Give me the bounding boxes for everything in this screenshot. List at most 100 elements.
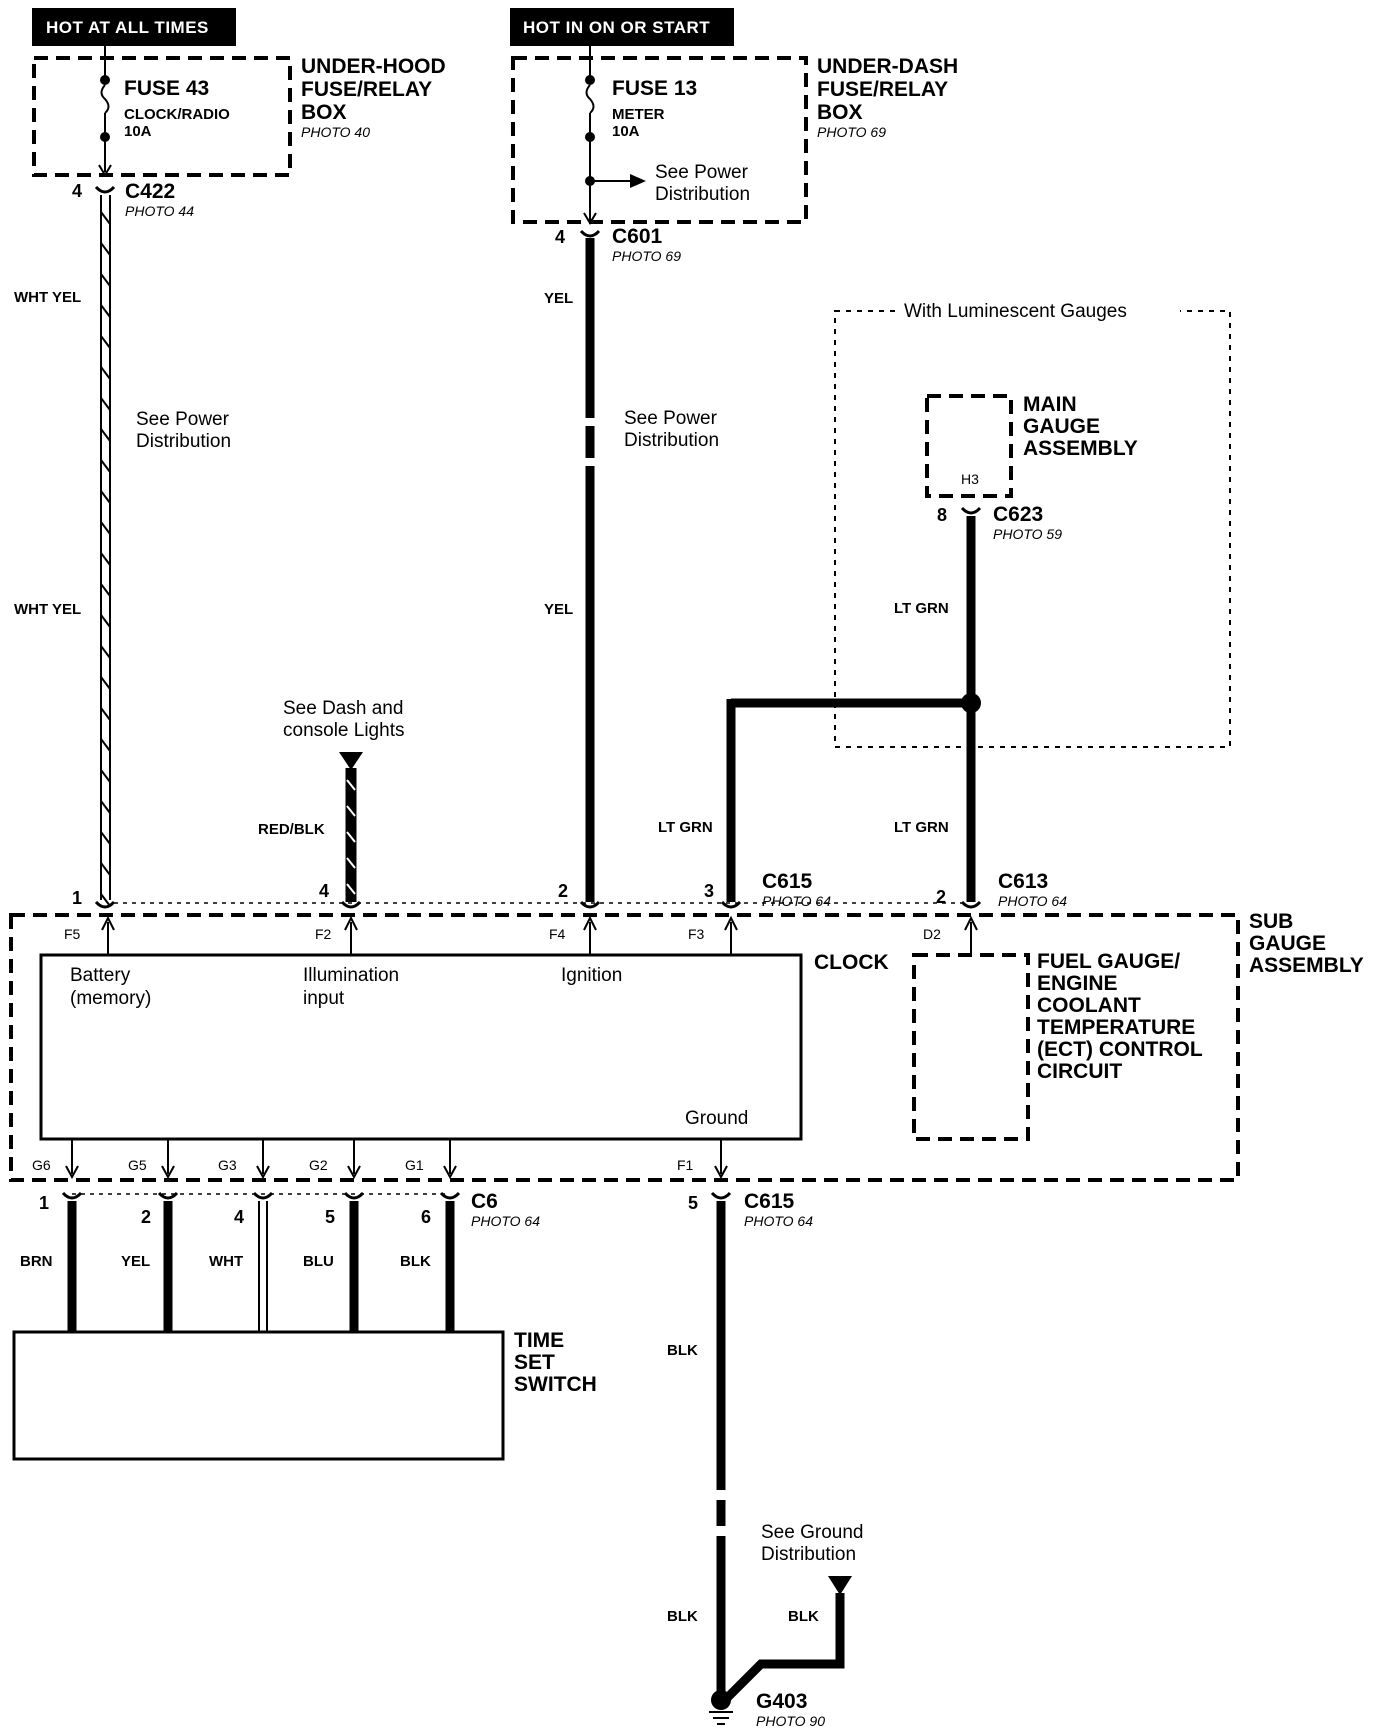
svg-text:PHOTO 64: PHOTO 64 xyxy=(471,1213,540,1229)
svg-text:PHOTO 64: PHOTO 64 xyxy=(744,1213,813,1229)
ground-icon xyxy=(711,1690,731,1710)
svg-text:C613: C613 xyxy=(998,870,1048,893)
svg-text:CIRCUIT: CIRCUIT xyxy=(1037,1060,1122,1083)
svg-text:D2: D2 xyxy=(923,926,941,942)
svg-text:(ECT) CONTROL: (ECT) CONTROL xyxy=(1037,1038,1203,1061)
svg-text:CLOCK/RADIO: CLOCK/RADIO xyxy=(124,106,230,123)
sub-gauge-top-terminals: F5 F2 F4 F3 D2 xyxy=(64,915,978,955)
svg-text:Distribution: Distribution xyxy=(761,1544,856,1565)
svg-text:LT GRN: LT GRN xyxy=(658,819,713,836)
svg-text:TEMPERATURE: TEMPERATURE xyxy=(1037,1016,1195,1039)
svg-text:10A: 10A xyxy=(124,123,152,140)
svg-text:2: 2 xyxy=(936,887,946,907)
svg-text:LT GRN: LT GRN xyxy=(894,600,949,617)
svg-text:F1: F1 xyxy=(677,1157,694,1173)
svg-text:F2: F2 xyxy=(315,926,332,942)
sub-gauge-assembly: SUB GAUGE ASSEMBLY xyxy=(9,910,1364,1182)
see-dash-console-lights: See Dash and console Lights xyxy=(283,698,404,770)
svg-text:PHOTO 69: PHOTO 69 xyxy=(817,124,886,140)
triangle-down-icon xyxy=(339,752,363,770)
svg-text:C6: C6 xyxy=(471,1190,498,1213)
svg-text:With Luminescent Gauges: With Luminescent Gauges xyxy=(904,301,1127,322)
svg-text:input: input xyxy=(303,988,345,1009)
svg-text:COOLANT: COOLANT xyxy=(1037,994,1141,1017)
svg-text:WHT YEL: WHT YEL xyxy=(14,289,81,306)
c601-connector: 4 C601 PHOTO 69 xyxy=(555,225,681,264)
svg-text:See Power: See Power xyxy=(655,162,749,183)
svg-text:WHT: WHT xyxy=(209,1253,243,1270)
c422-connector: 4 C422 PHOTO 44 xyxy=(72,180,194,219)
svg-text:Distribution: Distribution xyxy=(655,184,750,205)
fuse-13-label: FUSE 13 xyxy=(612,77,697,100)
blk-ground-wire: BLK BLK xyxy=(667,1201,726,1698)
svg-text:HOT IN ON OR START: HOT IN ON OR START xyxy=(523,18,710,37)
svg-text:YEL: YEL xyxy=(544,601,573,618)
see-ground-distribution: See Ground Distribution BLK xyxy=(723,1522,863,1702)
svg-text:1: 1 xyxy=(39,1193,49,1213)
svg-text:ASSEMBLY: ASSEMBLY xyxy=(1023,437,1138,460)
svg-text:BLK: BLK xyxy=(788,1608,819,1625)
svg-text:F4: F4 xyxy=(549,926,566,942)
svg-text:UNDER-HOOD: UNDER-HOOD xyxy=(301,55,446,78)
sub-gauge-top-connectors: 1 4 2 3 2 C615 PHOTO 64 C613 PHOTO 64 xyxy=(72,870,1067,909)
svg-text:LT GRN: LT GRN xyxy=(894,819,949,836)
svg-text:PHOTO 69: PHOTO 69 xyxy=(612,248,681,264)
svg-text:HOT AT ALL TIMES: HOT AT ALL TIMES xyxy=(46,18,209,37)
svg-text:Illumination: Illumination xyxy=(303,965,399,986)
svg-text:G403: G403 xyxy=(756,1690,807,1713)
see-power-distribution-left: See Power Distribution xyxy=(136,409,231,452)
svg-text:PHOTO 59: PHOTO 59 xyxy=(993,526,1062,542)
svg-text:F3: F3 xyxy=(688,926,705,942)
svg-text:See Ground: See Ground xyxy=(761,1522,863,1543)
svg-text:G5: G5 xyxy=(128,1157,147,1173)
c615-bottom-connector: 5 C615 PHOTO 64 xyxy=(688,1190,813,1229)
svg-text:8: 8 xyxy=(937,505,947,525)
time-set-switch: TIME SET SWITCH xyxy=(12,1329,597,1461)
svg-text:1: 1 xyxy=(72,888,82,908)
svg-text:UNDER-DASH: UNDER-DASH xyxy=(817,55,958,78)
svg-text:F5: F5 xyxy=(64,926,81,942)
yel-wire: YEL YEL xyxy=(544,238,595,902)
svg-text:MAIN: MAIN xyxy=(1023,393,1077,416)
fuse-13-symbol xyxy=(585,84,595,114)
sub-gauge-bottom-terminals: G6 G5 G3 G2 G1 F1 xyxy=(32,1139,728,1180)
svg-text:GAUGE: GAUGE xyxy=(1249,932,1326,955)
svg-text:4: 4 xyxy=(234,1207,244,1227)
under-dash-fuse-box: FUSE 13 METER 10A See Power Distribution… xyxy=(511,46,958,225)
svg-text:BRN: BRN xyxy=(20,1253,53,1270)
time-set-switch-wires: BRN YEL WHT BLU BLK xyxy=(20,1201,455,1332)
svg-text:SET: SET xyxy=(514,1351,555,1374)
svg-text:See Power: See Power xyxy=(624,408,718,429)
svg-text:4: 4 xyxy=(319,881,329,901)
svg-text:G3: G3 xyxy=(218,1157,237,1173)
svg-text:C623: C623 xyxy=(993,503,1043,526)
svg-text:console Lights: console Lights xyxy=(283,720,404,741)
svg-text:See Dash and: See Dash and xyxy=(283,698,403,719)
svg-text:PHOTO 64: PHOTO 64 xyxy=(762,893,831,909)
svg-text:2: 2 xyxy=(141,1207,151,1227)
svg-text:METER: METER xyxy=(612,106,665,123)
svg-text:TIME: TIME xyxy=(514,1329,564,1352)
svg-text:FUEL GAUGE/: FUEL GAUGE/ xyxy=(1037,950,1180,973)
svg-text:C601: C601 xyxy=(612,225,663,248)
clock-title: CLOCK xyxy=(814,951,889,974)
svg-text:BLK: BLK xyxy=(667,1342,698,1359)
svg-text:4: 4 xyxy=(555,227,565,247)
svg-text:BOX: BOX xyxy=(817,101,863,124)
svg-text:BLK: BLK xyxy=(400,1253,431,1270)
hot-at-all-times-header: HOT AT ALL TIMES xyxy=(32,8,236,46)
svg-text:Ground: Ground xyxy=(685,1108,748,1129)
svg-text:H3: H3 xyxy=(961,471,979,487)
svg-text:RED/BLK: RED/BLK xyxy=(258,821,325,838)
svg-text:Ignition: Ignition xyxy=(561,965,622,986)
svg-text:5: 5 xyxy=(688,1193,698,1213)
svg-text:4: 4 xyxy=(72,181,82,201)
c623-connector: 8 C623 PHOTO 59 xyxy=(937,503,1062,542)
c6-connector: 1 2 4 5 6 C6 PHOTO 64 xyxy=(39,1190,540,1229)
svg-text:SWITCH: SWITCH xyxy=(514,1373,597,1396)
main-gauge-assembly: H3 MAIN GAUGE ASSEMBLY xyxy=(925,393,1138,498)
svg-text:PHOTO 40: PHOTO 40 xyxy=(301,124,370,140)
svg-text:G2: G2 xyxy=(309,1157,328,1173)
lt-grn-wire-right: LT GRN LT GRN LT GRN xyxy=(658,516,981,902)
svg-text:BOX: BOX xyxy=(301,101,347,124)
